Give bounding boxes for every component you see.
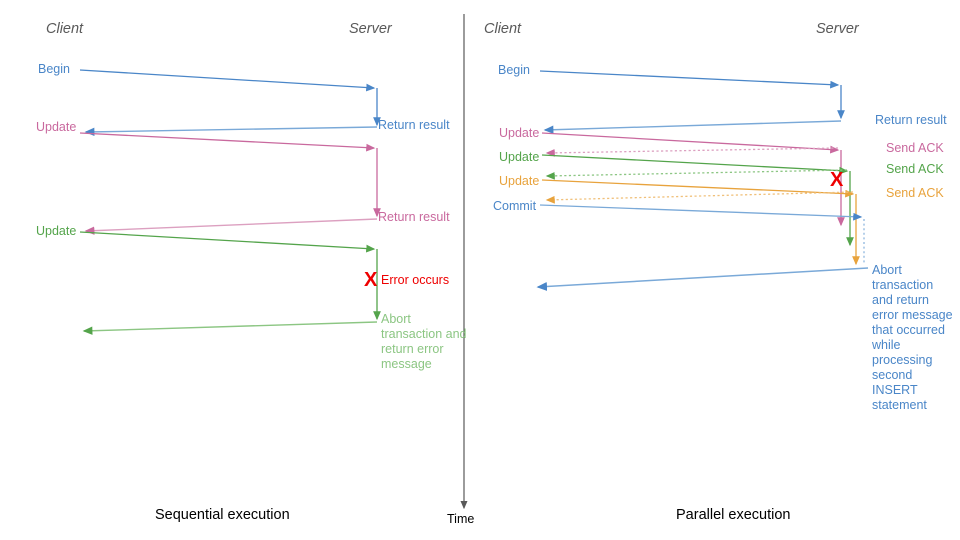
right-arrow-update-1 [541, 132, 840, 154]
right-arrow-update-3 [541, 179, 855, 198]
left-error-x-icon: X [364, 269, 378, 291]
left-label-return-result-2: Return result [378, 210, 450, 224]
right-arrow-ack-3 [545, 191, 854, 204]
right-arrow-return-result [543, 120, 842, 134]
right-label-abort-message: Abort transaction and return error messa… [872, 263, 953, 412]
time-axis-label: Time [447, 512, 475, 526]
right-label-update-1: Update [499, 126, 540, 140]
right-caption: Parallel execution [676, 507, 791, 523]
left-arrow-update-1 [79, 132, 376, 152]
right-label-return-result: Return result [875, 113, 947, 127]
left-panel-messages [79, 69, 381, 335]
left-label-begin: Begin [38, 62, 70, 76]
right-arrow-commit [539, 204, 863, 221]
left-label-abort-message: Abort transaction and return error messa… [381, 312, 467, 371]
left-arrow-return-2 [84, 218, 378, 235]
right-label-commit: Commit [493, 199, 537, 213]
left-arrow-return-1 [84, 126, 378, 137]
right-label-update-2: Update [499, 150, 540, 164]
right-arrow-ack-1 [545, 147, 839, 157]
right-header-server: Server [816, 21, 859, 37]
right-label-send-ack-3: Send ACK [886, 186, 944, 200]
left-arrow-begin [79, 69, 376, 92]
left-label-error-occurs: Error occurs [381, 273, 450, 287]
right-header-client: Client [484, 21, 522, 37]
left-label-return-result-1: Return result [378, 118, 450, 132]
left-arrow-abort [82, 321, 378, 335]
right-label-begin: Begin [498, 63, 530, 77]
left-label-update-1: Update [36, 120, 77, 134]
right-arrow-ack-2 [545, 169, 848, 180]
right-error-x-icon: X [830, 169, 844, 191]
left-header-server: Server [349, 21, 392, 37]
left-caption: Sequential execution [155, 507, 290, 523]
right-arrow-abort [536, 267, 869, 291]
left-label-update-2: Update [36, 224, 77, 238]
right-label-send-ack-1: Send ACK [886, 141, 944, 155]
right-label-send-ack-2: Send ACK [886, 162, 944, 176]
right-arrow-begin [539, 70, 840, 89]
right-panel-messages [536, 70, 869, 291]
left-arrow-update-2 [79, 231, 376, 253]
left-header-client: Client [46, 21, 84, 37]
right-label-update-3: Update [499, 174, 540, 188]
right-arrow-update-2 [541, 154, 849, 175]
